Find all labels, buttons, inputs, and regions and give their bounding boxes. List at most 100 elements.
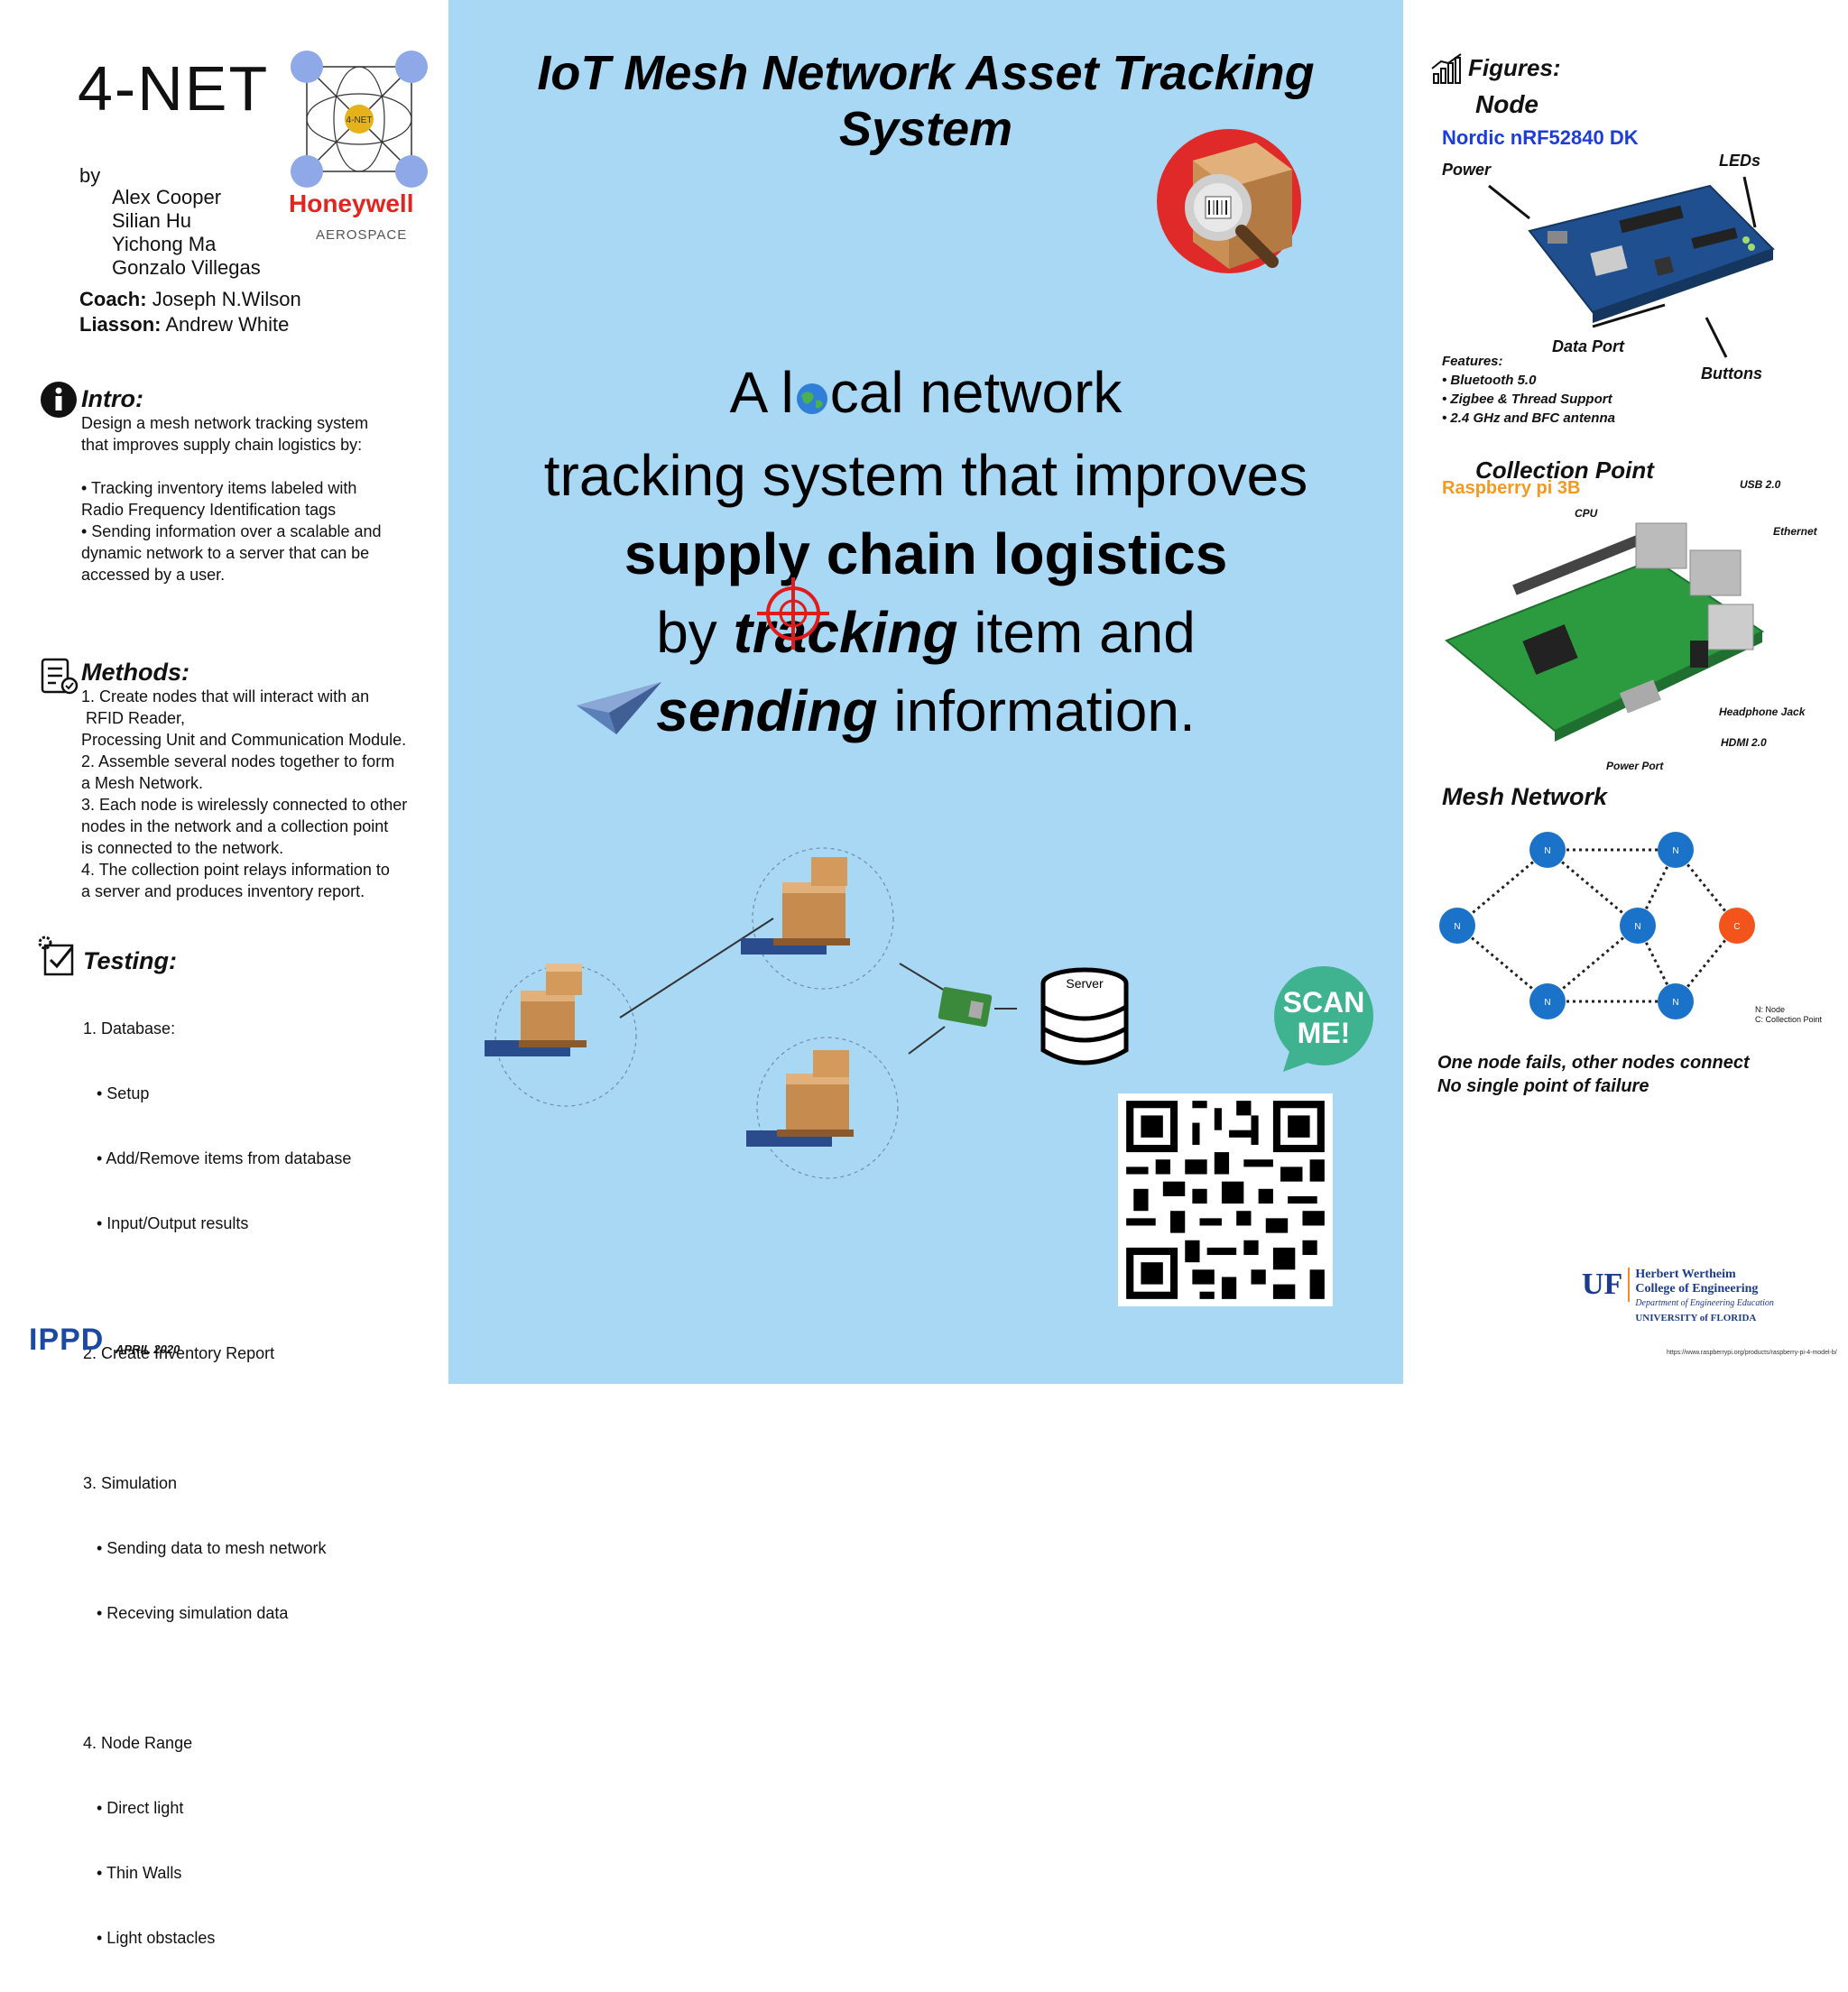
testing-line: • Add/Remove items from database xyxy=(83,1149,352,1167)
middle-column: IoT Mesh Network Asset Tracking System A… xyxy=(448,0,1403,1384)
intro-bullet: dynamic network to a server that can be xyxy=(81,544,370,562)
coach-name: Joseph N.Wilson xyxy=(152,288,301,310)
honeywell-aerospace: AEROSPACE xyxy=(316,227,408,243)
tagline: A l cal network tracking system that impr… xyxy=(448,354,1403,751)
label-cpu: CPU xyxy=(1575,507,1598,520)
testing-line: • Receving simulation data xyxy=(83,1604,289,1622)
info-icon xyxy=(41,382,77,418)
testing-line: 1. Database: xyxy=(83,1019,176,1038)
coach-label: Coach: xyxy=(79,288,147,310)
mesh-node: N xyxy=(1529,832,1566,868)
label-headphone-jack: Headphone Jack xyxy=(1719,706,1806,718)
figures-heading: Figures: xyxy=(1468,54,1561,81)
pallet-node-1 xyxy=(485,964,587,1056)
intro-body: Design a mesh network tracking system th… xyxy=(81,412,442,586)
mesh-node-letter: N xyxy=(1544,846,1550,856)
mesh-node-letter: N xyxy=(1672,998,1678,1008)
legend-node: N: Node xyxy=(1755,1005,1786,1014)
intro-heading: Intro: xyxy=(81,385,143,412)
uf-line: UNIVERSITY of FLORIDA xyxy=(1635,1313,1757,1323)
poster-title: IoT Mesh Network Asset Tracking System xyxy=(537,46,1315,156)
me-text: ME! xyxy=(1298,1017,1351,1049)
tagline-line-3: supply chain logistics xyxy=(448,515,1403,594)
tag-part: cal network xyxy=(829,360,1123,425)
uf-line: Herbert Wertheim xyxy=(1635,1268,1736,1281)
methods-body: 1. Create nodes that will interact with … xyxy=(81,686,447,902)
tag-part: A l xyxy=(729,360,794,425)
package-search-icon xyxy=(1157,129,1301,273)
methods-line: a Mesh Network. xyxy=(81,774,204,792)
methods-line: a server and produces inventory report. xyxy=(81,882,365,900)
team-logo: 4-NET xyxy=(291,51,428,188)
member: Yichong Ma xyxy=(112,233,217,255)
methods-heading: Methods: xyxy=(81,659,189,686)
left-column: 4-NET 4-NET Honeywell AEROSPACE by Alex … xyxy=(0,0,448,1947)
testing-line: 4. Node Range xyxy=(83,1734,193,1752)
node-callout-lines xyxy=(1488,176,1757,358)
label-buttons: Buttons xyxy=(1701,364,1762,383)
testing-heading: Testing: xyxy=(83,947,177,974)
intro-line: Design a mesh network tracking system xyxy=(81,414,369,432)
logo-badge-text: 4-NET xyxy=(346,115,373,125)
features-label: Features: xyxy=(1442,354,1503,369)
source-url[interactable]: https://www.raspberrypi.org/products/ras… xyxy=(1667,1350,1837,1356)
features-list: Features: • Bluetooth 5.0 • Zigbee & Thr… xyxy=(1442,352,1615,428)
mesh-node: N xyxy=(1658,832,1694,868)
intro-bullet: accessed by a user. xyxy=(81,566,226,584)
intro-line: that improves supply chain logistics by: xyxy=(81,436,363,454)
methods-line: nodes in the network and a collection po… xyxy=(81,817,389,835)
by-label: by xyxy=(79,164,101,187)
tag-bold: supply chain logistics xyxy=(624,521,1228,586)
uf-line: Department of Engineering Education xyxy=(1635,1298,1774,1308)
team-members: Alex Cooper Silian Hu Yichong Ma Gonzalo… xyxy=(112,186,261,280)
ippd-logo: IPPD xyxy=(29,1323,105,1357)
tag-tracking: tracking xyxy=(733,599,958,665)
honeywell-logo: Honeywell xyxy=(289,189,414,217)
intro-bullet: Radio Frequency Identification tags xyxy=(81,501,337,519)
raspberry-pi-image xyxy=(1445,522,1765,742)
mesh-legend: N: Node C: Collection Point xyxy=(1755,1005,1822,1025)
mesh-cp-letter: C xyxy=(1733,922,1740,932)
methods-line: 1. Create nodes that will interact with … xyxy=(81,687,370,706)
liaison-name: Andrew White xyxy=(165,313,290,336)
mesh-network-title: Mesh Network xyxy=(1442,783,1608,810)
mesh-node: N xyxy=(1529,983,1566,1019)
mesh-collection-point: C xyxy=(1719,908,1755,944)
scan-text: SCAN xyxy=(1283,986,1365,1019)
raspberry-pi-collection-point xyxy=(938,987,993,1028)
tag-part: by xyxy=(656,599,734,665)
tagline-line-2: tracking system that improves xyxy=(543,442,1308,508)
label-hdmi: HDMI 2.0 xyxy=(1721,736,1767,749)
member: Silian Hu xyxy=(112,209,192,232)
node-title: Node xyxy=(1475,90,1538,118)
qr-code[interactable] xyxy=(1118,1093,1333,1306)
poster: 4-NET 4-NET Honeywell AEROSPACE by Alex … xyxy=(0,0,1848,1947)
scan-me-bubble: SCAN ME! xyxy=(1274,966,1373,1072)
feature-item: • Bluetooth 5.0 xyxy=(1442,373,1537,388)
methods-line: 2. Assemble several nodes together to fo… xyxy=(81,752,395,770)
testing-line: 2. Create Inventory Report xyxy=(83,1344,275,1362)
mesh-node: N xyxy=(1658,983,1694,1019)
label-leds: LEDs xyxy=(1719,152,1761,170)
intro-bullet: • Tracking inventory items labeled with xyxy=(81,479,357,497)
target-crosshair-icon xyxy=(757,577,829,650)
uf-logo: UF Herbert Wertheim College of Engineeri… xyxy=(1582,1268,1774,1325)
uf-line: College of Engineering xyxy=(1635,1282,1759,1296)
methods-line: RFID Reader, xyxy=(81,709,186,727)
tagline-line-5: sending information. xyxy=(448,672,1403,751)
testing-line: • Input/Output results xyxy=(83,1214,249,1232)
member: Alex Cooper xyxy=(112,186,222,208)
mesh-node-letter: N xyxy=(1544,998,1550,1008)
label-power-port: Power Port xyxy=(1606,760,1664,772)
label-data-port: Data Port xyxy=(1552,337,1625,355)
mesh-network-diagram: N N N N C N N xyxy=(1439,832,1755,1019)
liaison-label: Liasson: xyxy=(79,313,162,336)
methods-line: 4. The collection point relays informati… xyxy=(81,861,390,879)
mesh-node: N xyxy=(1439,908,1475,944)
uf-mark: UF xyxy=(1582,1268,1631,1302)
testing-line: • Thin Walls xyxy=(83,1864,182,1882)
methods-line: is connected to the network. xyxy=(81,839,284,857)
right-column: Figures: Node Nordic nRF52840 DK Power L… xyxy=(1403,0,1848,1384)
pallet-node-3 xyxy=(746,1050,854,1147)
testing-line: • Direct light xyxy=(83,1799,184,1817)
